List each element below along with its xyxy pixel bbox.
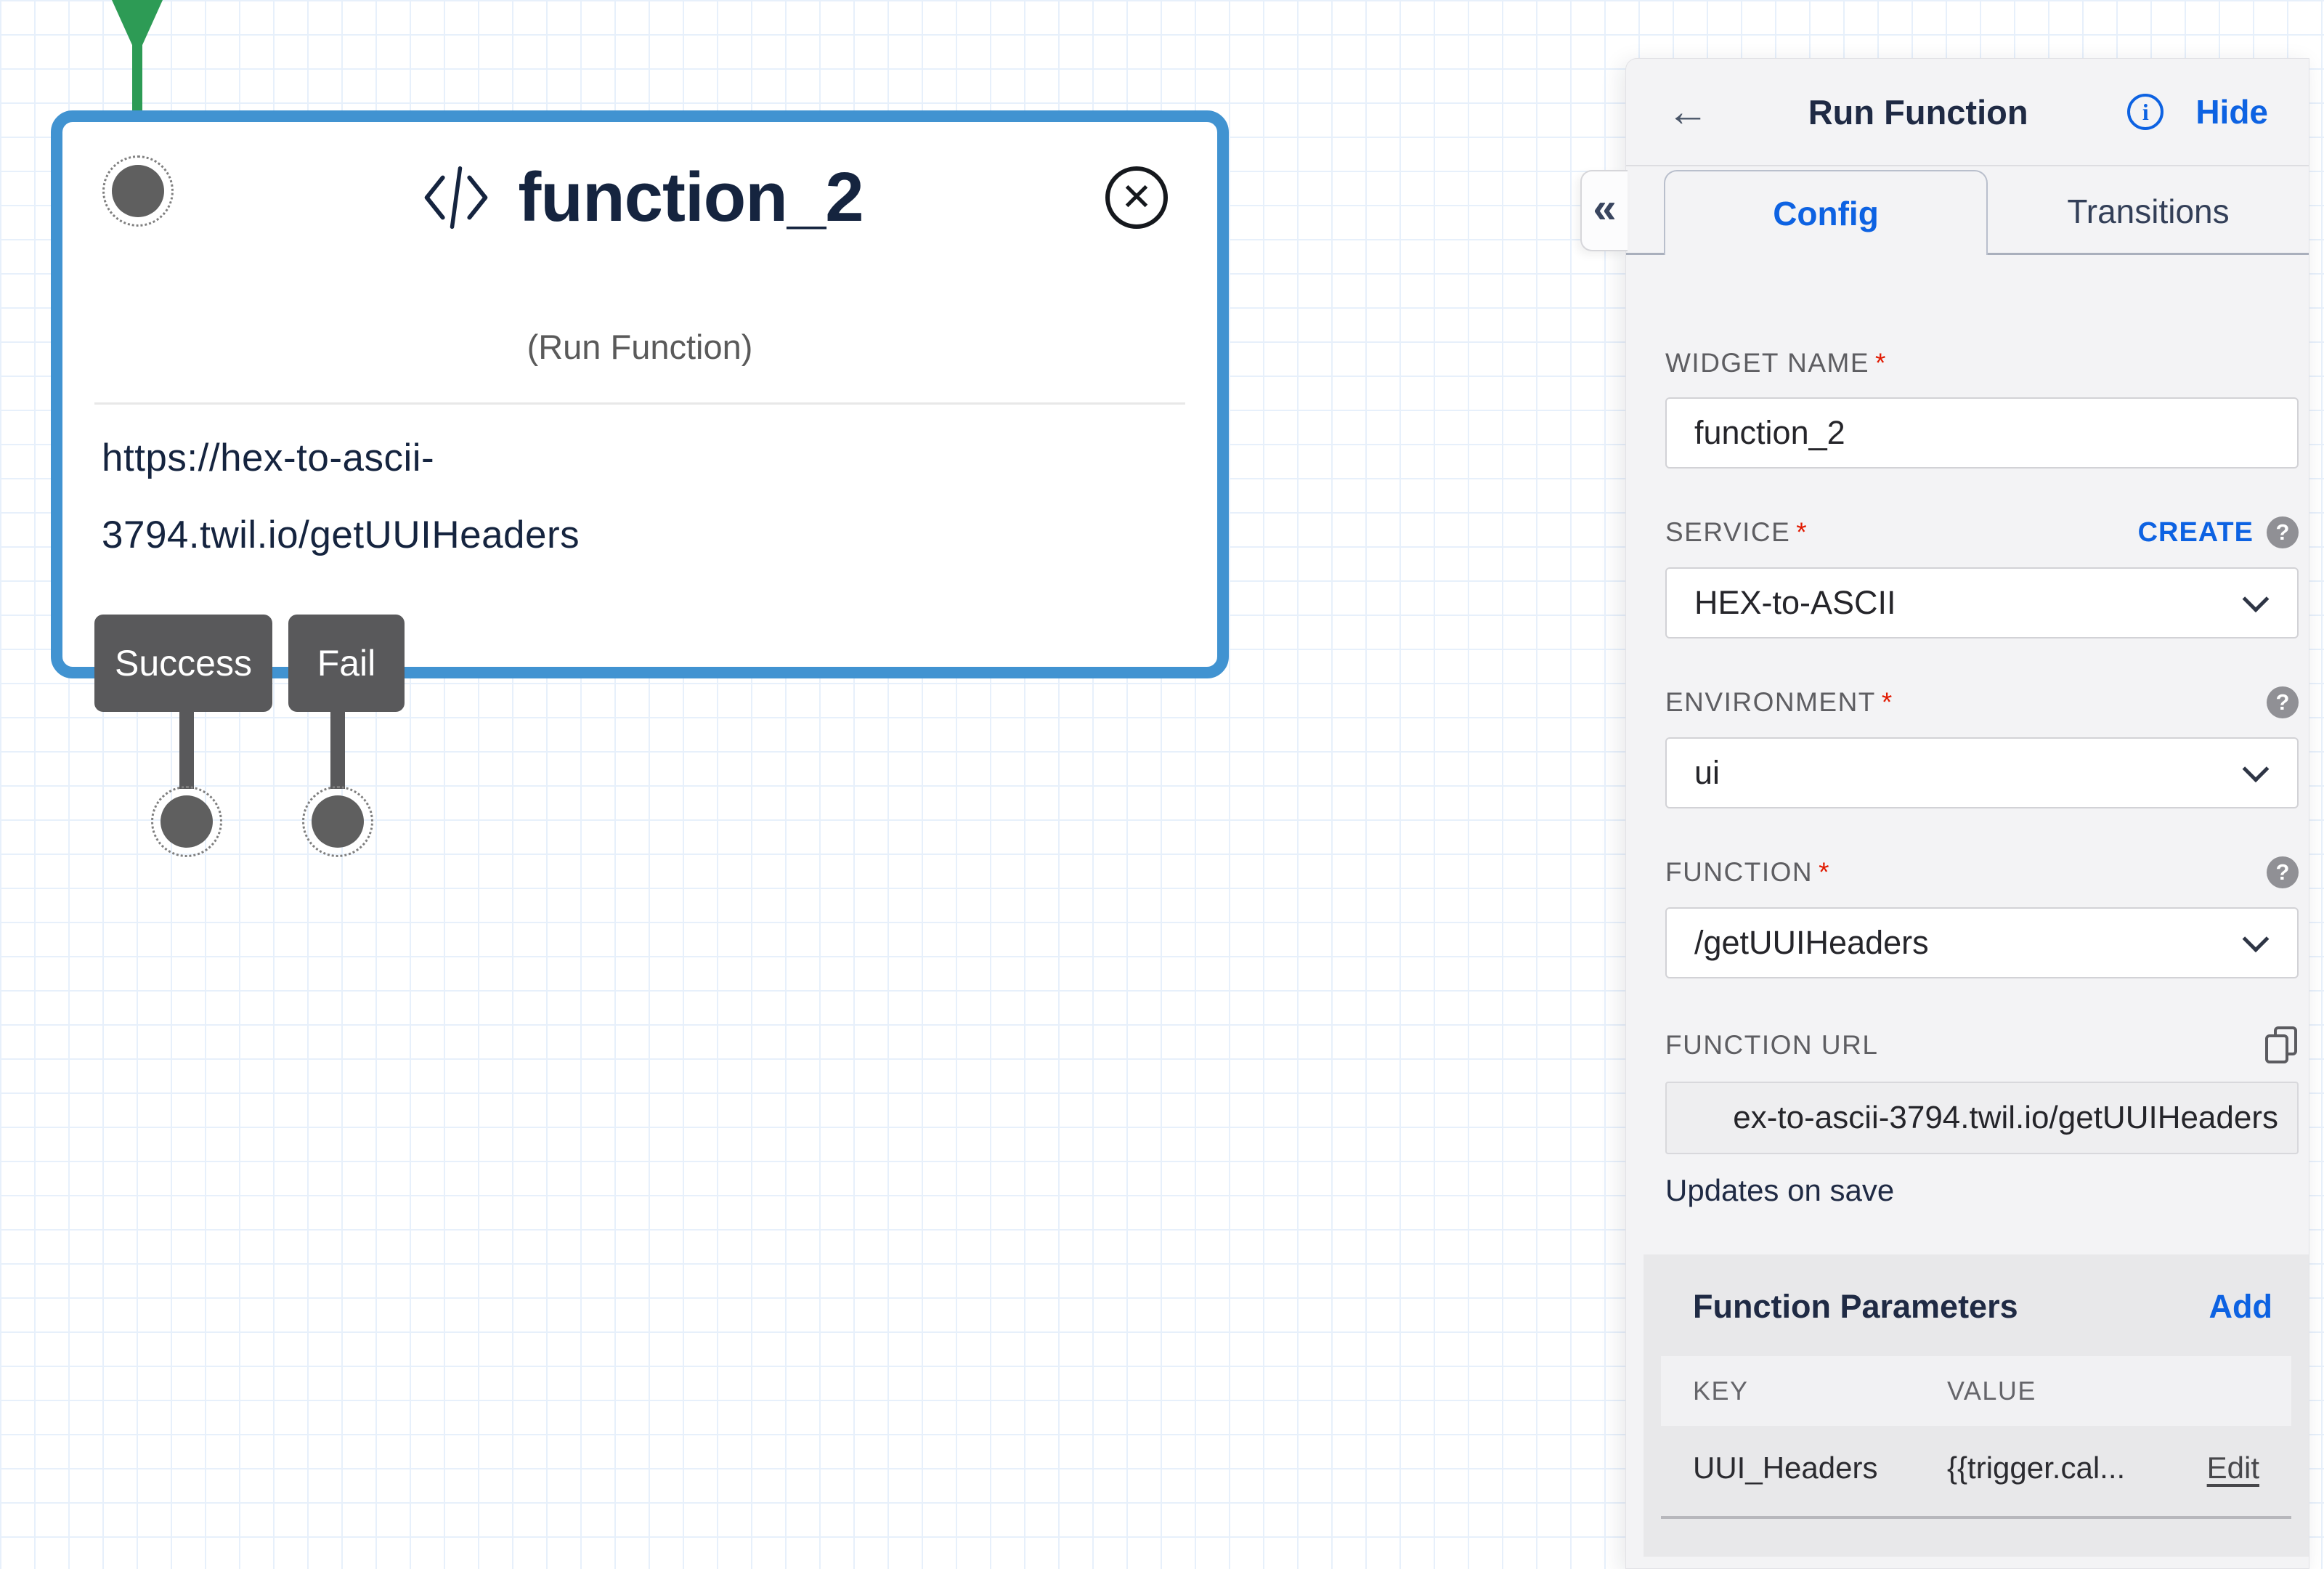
panel-tabs: Config Transitions bbox=[1626, 170, 2309, 255]
connector-arrowhead-icon bbox=[112, 0, 163, 45]
params-table-header: KEY VALUE bbox=[1661, 1356, 2291, 1426]
params-title-row: Function Parameters Add bbox=[1644, 1288, 2309, 1326]
help-icon[interactable]: ? bbox=[2267, 516, 2299, 548]
chevron-down-icon bbox=[2242, 755, 2270, 783]
params-divider bbox=[1661, 1516, 2291, 1519]
required-asterisk: * bbox=[1819, 857, 1831, 887]
fail-port-dot bbox=[312, 795, 364, 848]
service-create-wrap: CREATE ? bbox=[2138, 516, 2299, 548]
widget-divider bbox=[94, 402, 1185, 405]
environment-label: ENVIRONMENT* bbox=[1665, 687, 1893, 717]
help-icon[interactable]: ? bbox=[2267, 686, 2299, 718]
widget-name-value: function_2 bbox=[1694, 414, 1845, 451]
environment-value: ui bbox=[1694, 754, 1720, 791]
required-asterisk: * bbox=[1881, 687, 1893, 717]
function-value: /getUUIHeaders bbox=[1694, 924, 1929, 961]
fail-transition-label: Fail bbox=[317, 643, 376, 684]
panel-title: Run Function bbox=[1808, 92, 2028, 131]
widget-function-url: https://hex-to-ascii- 3794.twil.io/getUU… bbox=[102, 420, 580, 574]
function-url-label: FUNCTION URL bbox=[1665, 1030, 1879, 1060]
service-select[interactable]: HEX-to-ASCII bbox=[1665, 567, 2299, 638]
widget-name-input[interactable]: function_2 bbox=[1665, 397, 2299, 469]
tab-transitions[interactable]: Transitions bbox=[2067, 192, 2230, 230]
add-parameter-link[interactable]: Add bbox=[2209, 1288, 2272, 1325]
function-select[interactable]: /getUUIHeaders bbox=[1665, 907, 2299, 978]
success-port-stem bbox=[179, 710, 194, 789]
run-function-widget-card[interactable]: function_2 ✕ (Run Function) https://hex-… bbox=[51, 110, 1229, 678]
function-url-input[interactable]: ex-to-ascii-3794.twil.io/getUUIHeaders bbox=[1665, 1082, 2299, 1154]
parameter-row: UUI_Headers {{trigger.cal... Edit bbox=[1661, 1426, 2291, 1510]
function-url-value: ex-to-ascii-3794.twil.io/getUUIHeaders bbox=[1733, 1100, 2278, 1135]
success-transition-button[interactable]: Success bbox=[94, 615, 272, 712]
service-value: HEX-to-ASCII bbox=[1694, 584, 1896, 621]
function-label-row: FUNCTION* ? bbox=[1665, 856, 2299, 888]
widget-type-label: (Run Function) bbox=[527, 328, 753, 366]
params-title: Function Parameters bbox=[1693, 1288, 2018, 1325]
widget-name-title: function_2 bbox=[518, 158, 864, 236]
widget-delete-button[interactable]: ✕ bbox=[1105, 166, 1168, 229]
value-column-header: VALUE bbox=[1947, 1376, 2036, 1406]
info-icon-glyph: i bbox=[2142, 98, 2149, 125]
help-icon[interactable]: ? bbox=[2267, 856, 2299, 888]
panel-collapse-button[interactable]: « bbox=[1580, 170, 1628, 251]
parameter-value: {{trigger.cal... bbox=[1947, 1451, 2126, 1485]
back-arrow-icon[interactable]: ← bbox=[1667, 88, 1709, 135]
service-label: SERVICE* bbox=[1665, 517, 1808, 547]
function-parameters-section: Function Parameters Add KEY VALUE UUI_He… bbox=[1644, 1254, 2309, 1557]
widget-input-port[interactable] bbox=[102, 155, 174, 227]
environment-select[interactable]: ui bbox=[1665, 737, 2299, 808]
code-icon bbox=[425, 166, 488, 230]
connector-line bbox=[132, 41, 142, 122]
key-column-header: KEY bbox=[1693, 1376, 1749, 1406]
hide-panel-link[interactable]: Hide bbox=[2195, 93, 2268, 131]
copy-icon[interactable] bbox=[2265, 1026, 2299, 1064]
widget-config-panel: « ← Run Function i Hide Config Transitio… bbox=[1580, 58, 2309, 1569]
tab-config[interactable]: Config bbox=[1664, 170, 1988, 255]
input-port-dot bbox=[112, 165, 164, 217]
success-port-dot bbox=[161, 795, 213, 848]
required-asterisk: * bbox=[1796, 517, 1808, 547]
panel-header: ← Run Function i Hide bbox=[1626, 59, 2309, 166]
chevron-down-icon bbox=[2242, 585, 2270, 613]
environment-label-row: ENVIRONMENT* ? bbox=[1665, 686, 2299, 718]
chevron-down-icon bbox=[2242, 925, 2270, 953]
widget-url-line1: https://hex-to-ascii- bbox=[102, 437, 435, 479]
fail-transition-button[interactable]: Fail bbox=[288, 615, 405, 712]
widget-name-label-row: WIDGET NAME* bbox=[1665, 348, 2299, 378]
service-label-row: SERVICE* CREATE ? bbox=[1665, 516, 2299, 548]
fail-output-port[interactable] bbox=[302, 786, 373, 857]
widget-url-line2: 3794.twil.io/getUUIHeaders bbox=[102, 514, 580, 556]
collapse-chevrons-icon: « bbox=[1593, 184, 1617, 232]
success-output-port[interactable] bbox=[151, 786, 222, 857]
fail-port-stem bbox=[330, 710, 345, 789]
parameter-key: UUI_Headers bbox=[1693, 1451, 1878, 1485]
create-service-link[interactable]: CREATE bbox=[2137, 516, 2254, 548]
function-url-label-row: FUNCTION URL bbox=[1665, 1026, 2299, 1064]
function-label: FUNCTION* bbox=[1665, 857, 1831, 887]
close-icon: ✕ bbox=[1121, 177, 1153, 219]
panel-content: WIDGET NAME* function_2 SERVICE* CREATE … bbox=[1626, 348, 2309, 1208]
success-transition-label: Success bbox=[115, 643, 252, 684]
updates-on-save-note: Updates on save bbox=[1665, 1173, 1895, 1207]
info-icon[interactable]: i bbox=[2127, 94, 2164, 130]
edit-parameter-link[interactable]: Edit bbox=[2206, 1451, 2259, 1485]
widget-name-label: WIDGET NAME* bbox=[1665, 348, 1887, 378]
widget-title-row: function_2 bbox=[62, 148, 1217, 247]
required-asterisk: * bbox=[1875, 348, 1887, 378]
